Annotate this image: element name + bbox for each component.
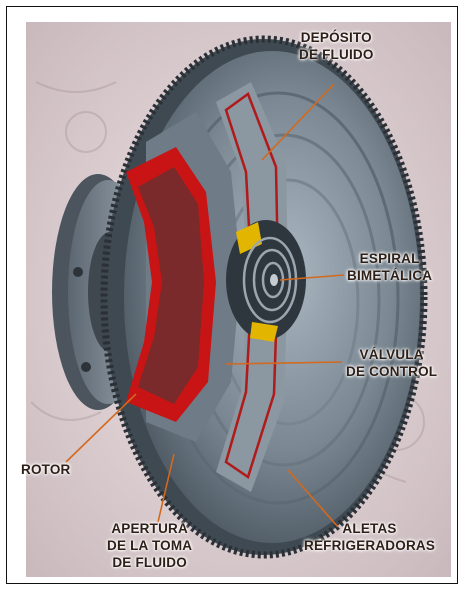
label-valvula-line2: DE CONTROL [346,363,437,380]
label-aletas-line2: REFRIGERADORAS [304,537,435,554]
label-aletas-refrigeradoras: ALETAS REFRIGERADORAS [304,520,435,554]
fan-clutch-illustration [26,22,451,577]
label-deposito-de-fluido: DEPÓSITO DE FLUIDO [299,29,374,63]
label-espiral-line2: BIMETÁLICA [347,267,432,284]
label-apertura-line3: DE FLUIDO [107,554,192,571]
label-apertura-de-la-toma: APERTURA DE LA TOMA DE FLUIDO [107,520,192,571]
label-rotor: ROTOR [21,461,71,478]
figure-frame: DEPÓSITO DE FLUIDO ESPIRAL BIMETÁLICA VÁ… [6,6,458,584]
label-valvula-line1: VÁLVULA [346,346,437,363]
label-deposito-line1: DEPÓSITO [299,29,374,46]
label-apertura-line1: APERTURA [107,520,192,537]
label-valvula-de-control: VÁLVULA DE CONTROL [346,346,437,380]
label-espiral-bimetalica: ESPIRAL BIMETÁLICA [347,250,432,284]
label-apertura-line2: DE LA TOMA [107,537,192,554]
label-aletas-line1: ALETAS [304,520,435,537]
label-deposito-line2: DE FLUIDO [299,46,374,63]
label-espiral-line1: ESPIRAL [347,250,432,267]
